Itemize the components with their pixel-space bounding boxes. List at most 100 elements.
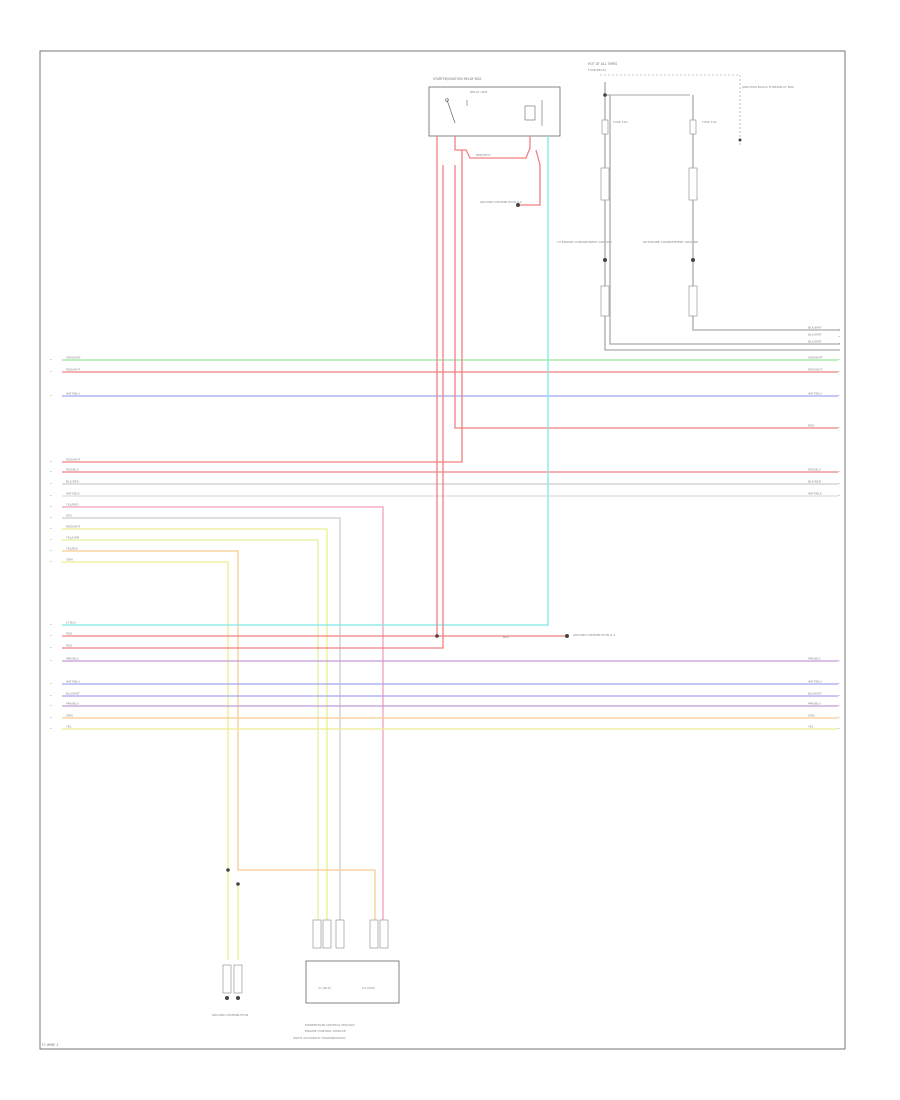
- ground-right-label: RH ENGINE COMPARTMENT GROUND: [643, 240, 699, 244]
- left-pin-marker: •: [50, 646, 52, 650]
- right-pin-marker: •: [838, 394, 840, 398]
- hot-at-all-times: HOT AT ALL TIMES: [588, 62, 617, 66]
- right-ground-label: GROUND DISTRIBUTION G-3: [573, 633, 615, 637]
- fuse-area: HOT AT ALL TIMES FUSE/RELAY FUSE 15A FUS…: [557, 62, 794, 244]
- fuse-a-wire-2: [609, 95, 840, 345]
- right-wire-label: RED/WHT: [808, 368, 823, 372]
- right-wire-label: WHT/BLU: [808, 680, 822, 684]
- fuse-a-lower-connector: [600, 285, 610, 317]
- right-wire-label: BLK/WHT: [808, 326, 822, 330]
- right-pin-marker: •: [838, 358, 840, 362]
- left-wire-label: WHT/BLK: [66, 492, 81, 496]
- left-wire-label: GRN: [66, 714, 73, 718]
- left-pin-marker: •: [50, 704, 52, 708]
- right-wire-label: BLK/WHT: [808, 333, 822, 337]
- bus-wire-pink: [62, 506, 384, 920]
- right-pin-marker: •: [838, 426, 840, 430]
- relay-loop-label: RED/WHT: [476, 153, 491, 157]
- fuse-b-wire: [692, 95, 840, 331]
- left-pin-marker: •: [50, 394, 52, 398]
- ground-wire-label: BLK: [503, 635, 510, 639]
- right-note: JUNCTION BLOCK FUSE/RELAY BOX: [741, 85, 794, 89]
- splice-ground: [435, 634, 439, 638]
- right-wire-label: WHT/BLK: [808, 492, 823, 496]
- splice-note: [738, 138, 742, 142]
- left-pin-marker: •: [50, 549, 52, 553]
- left-pin-marker: •: [50, 482, 52, 486]
- right-pin-marker: •: [838, 342, 840, 346]
- relay-ground-feed: [520, 149, 541, 206]
- right-pin-marker: •: [838, 470, 840, 474]
- bus-wire-red-2: [62, 136, 438, 637]
- left-pin-marker: •: [50, 470, 52, 474]
- splice-fuse: [603, 93, 607, 97]
- lower-left-ground: GROUND DISTRIBUTION: [212, 964, 248, 1017]
- footer-label: F1 WIRE 1: [42, 1043, 58, 1047]
- left-wire-label: LT BLU: [66, 621, 76, 625]
- left-pin-marker: •: [50, 494, 52, 498]
- module-note: (WITH AUTOMATIC TRANSMISSION): [293, 1036, 346, 1040]
- relay-loop-wire: [454, 136, 531, 159]
- right-wire-labels: BLK/WHT•BLK/WHT•BLK/WHT•GRN/WHT•RED/WHT•…: [808, 326, 840, 732]
- ground-node-right: [691, 258, 695, 262]
- left-pin-marker: •: [50, 527, 52, 531]
- fuse-a-label: FUSE 15A: [613, 120, 628, 124]
- right-wire-label: GRN/WHT: [808, 356, 823, 360]
- left-pin-marker: •: [50, 716, 52, 720]
- left-pin-marker: •: [50, 358, 52, 362]
- ground-left-label: LH ENGINE COMPARTMENT GROUND: [557, 240, 612, 244]
- module-conn-b: C2 (GRY): [362, 986, 375, 990]
- left-wire-labels: GRN/WHT•RED/WHT•WHT/BLU•RED/WHT•RED/BLU•…: [50, 356, 81, 732]
- left-wire-label: RED: [66, 632, 73, 636]
- control-module: C1 (BLK) C2 (GRY) POWERTRAIN CONTROL MOD…: [293, 919, 400, 1040]
- left-wire-label: GRN: [66, 558, 73, 562]
- left-wire-label: BLU/WHT: [66, 692, 80, 696]
- right-wire-label: GRN: [808, 714, 815, 718]
- diagram-frame: [39, 50, 846, 1050]
- module-title: POWERTRAIN CONTROL MODULE: [305, 1023, 355, 1027]
- left-pin-marker: •: [50, 538, 52, 542]
- right-wire-label: BLK/RED: [808, 480, 822, 484]
- right-pin-marker: •: [838, 716, 840, 720]
- right-wire-label: PNK/BLU: [808, 657, 821, 661]
- bus-wire-yellow-1: [62, 528, 328, 920]
- left-pin-marker: •: [50, 659, 52, 663]
- relay-box-sub: RELAY UNIT: [470, 90, 488, 94]
- right-pin-marker: •: [838, 704, 840, 708]
- splice-module-b: [236, 882, 240, 886]
- left-wire-label: BLK/RED: [66, 480, 80, 484]
- left-wire-label: WHT/BLU: [66, 392, 80, 396]
- fuse-b-symbol: [689, 119, 697, 135]
- left-wire-label: RED/WHT: [66, 458, 81, 462]
- lower-left-ground-label: GROUND DISTRIBUTION: [212, 1013, 248, 1017]
- left-wire-label: YEL: [66, 725, 72, 729]
- left-wire-label: YEL/BLK: [66, 547, 79, 551]
- ground-point-right: [565, 634, 569, 638]
- left-wire-label: GRY: [66, 514, 72, 518]
- left-pin-marker: •: [50, 516, 52, 520]
- right-wire-label: YEL: [808, 725, 814, 729]
- fuse-a-connector: [600, 167, 610, 201]
- right-wire-label: RED: [808, 424, 815, 428]
- left-pin-marker: •: [50, 682, 52, 686]
- bus-wire-yellow-2: [62, 561, 229, 960]
- left-pin-marker: •: [50, 634, 52, 638]
- left-pin-marker: •: [50, 623, 52, 627]
- bus-wire-cyan: [62, 136, 549, 626]
- relay-left-wire: [62, 150, 463, 463]
- relay-box-title: STARTER/IGNITION RELAY BOX: [433, 77, 482, 81]
- left-wire-label: RED/WHT: [66, 525, 81, 529]
- left-pin-marker: •: [50, 460, 52, 464]
- left-wire-label: RED: [66, 644, 73, 648]
- left-pin-marker: •: [50, 727, 52, 731]
- right-pin-marker: •: [838, 335, 840, 339]
- bus-wire-gray: [62, 517, 341, 920]
- fuse-a-symbol: [601, 119, 609, 135]
- left-wire-label: PNK/BLU: [66, 657, 79, 661]
- relay-ground-point: [516, 203, 520, 207]
- left-wire-label: RED/BLU: [66, 468, 79, 472]
- fuse-b-connector: [688, 167, 698, 201]
- right-pin-marker: •: [838, 659, 840, 663]
- hot-sub: FUSE/RELAY: [588, 68, 606, 72]
